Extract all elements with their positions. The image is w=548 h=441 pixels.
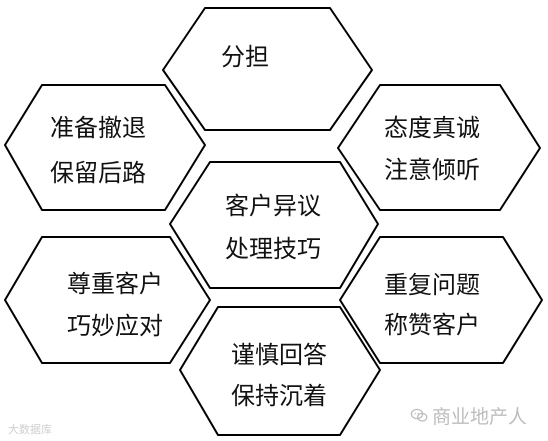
hexagon-shape xyxy=(339,236,543,364)
hexagon-upper-right: 态度真诚 注意倾听 xyxy=(337,84,541,211)
hexagon-label-line-1: 准备撤退 xyxy=(50,114,146,142)
hexagon-label-line-2: 处理技巧 xyxy=(225,235,321,263)
watermark-left: 大数据库 xyxy=(8,423,52,436)
hexagon-label-line-2: 巧妙应对 xyxy=(67,312,163,340)
hexagon-label-line-2: 称赞客户 xyxy=(384,311,480,339)
hexagon-top: 分担 xyxy=(162,7,373,131)
hexagon-label-line-1: 态度真诚 xyxy=(384,114,480,142)
hexagon-label-line-1: 分担 xyxy=(221,43,269,71)
hexagon-shape xyxy=(4,84,206,211)
hexagon-bottom: 谨慎回答 保持沉着 xyxy=(179,306,381,436)
hexagon-label-line-2: 注意倾听 xyxy=(384,156,480,184)
hexagon-center: 客户异议 处理技巧 xyxy=(169,161,379,289)
hexagon-shape xyxy=(179,306,381,436)
hexagon-label-line-1: 谨慎回答 xyxy=(231,341,327,369)
hexagon-label-line-2: 保留后路 xyxy=(50,159,146,187)
hexagon-shape xyxy=(169,161,379,289)
hexagon-lower-right: 重复问题 称赞客户 xyxy=(339,236,543,364)
hexagon-upper-left: 准备撤退 保留后路 xyxy=(4,84,206,211)
watermark-right-label: 商业地产人 xyxy=(432,405,528,428)
hexagon-shape xyxy=(337,84,541,211)
hexagon-label-line-1: 尊重客户 xyxy=(67,270,163,298)
hexagon-label-line-1: 重复问题 xyxy=(384,271,480,299)
watermark-right: 商业地产人 xyxy=(410,404,540,428)
hexagon-label-line-2: 保持沉着 xyxy=(231,382,327,410)
hexagon-shape xyxy=(162,7,373,131)
hexagon-lower-left: 尊重客户 巧妙应对 xyxy=(4,236,211,364)
hexagon-shape xyxy=(4,236,211,364)
chat-bubble-icon xyxy=(410,406,428,424)
hexagon-label-line-1: 客户异议 xyxy=(225,192,321,220)
